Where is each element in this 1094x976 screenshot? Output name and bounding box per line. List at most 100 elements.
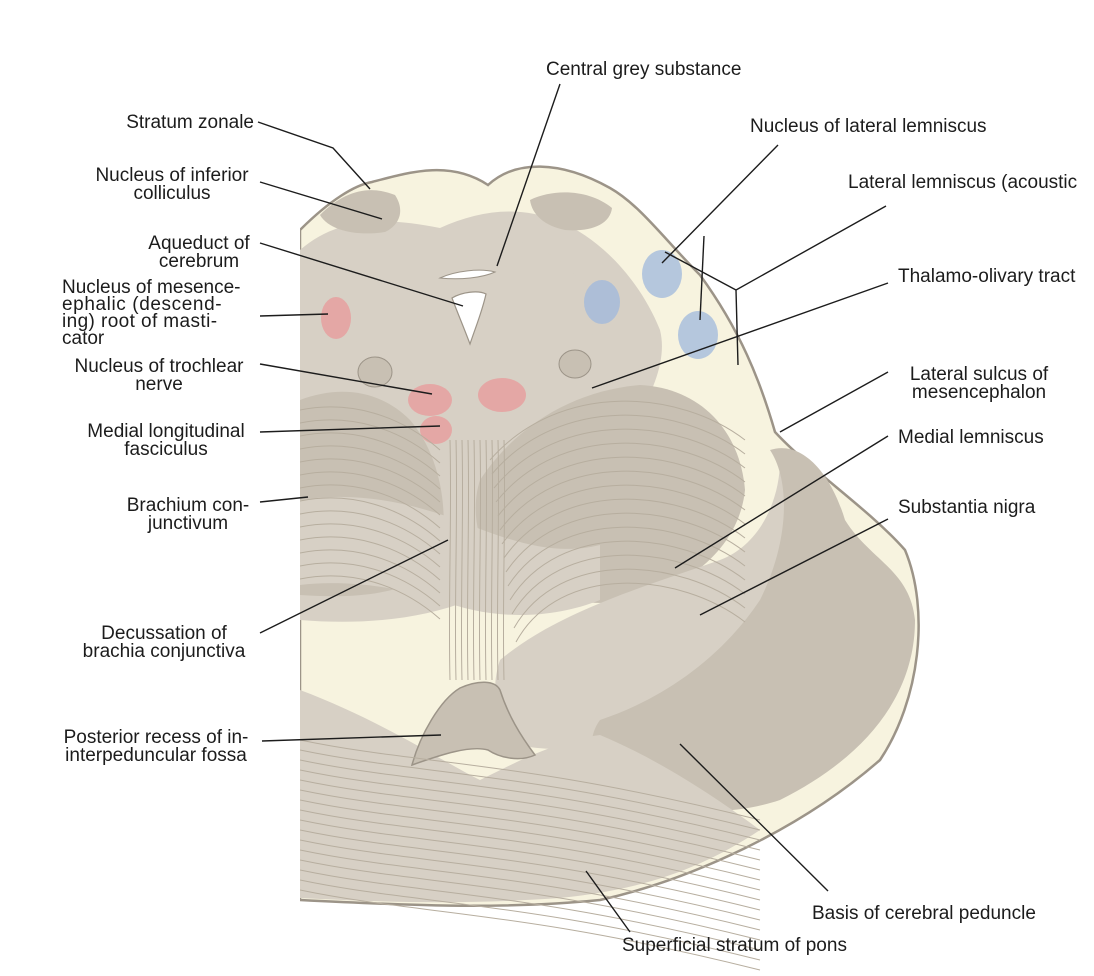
fiber-line — [300, 562, 441, 607]
fiber-line — [300, 779, 761, 861]
fiber-line — [300, 829, 761, 911]
fiber-line — [300, 549, 441, 594]
leader-trochlear — [259, 363, 433, 395]
leader-medial-lemniscus — [674, 435, 889, 569]
fiber-line — [300, 419, 441, 464]
grey-nucleus-left — [357, 356, 393, 388]
label-inferior-colliculus: Nucleus of inferior colliculus — [95, 165, 249, 204]
label-central-grey: Central grey substance — [546, 59, 742, 80]
fiber-line — [491, 414, 746, 475]
fiber-line — [511, 554, 746, 615]
fiber-line — [502, 439, 506, 681]
fiber-line — [497, 456, 746, 517]
fiber-line — [300, 859, 761, 941]
leader-basis-peduncle — [679, 743, 829, 892]
lateral-lemniscus-nucleus-spot — [642, 250, 682, 298]
label-lateral-lemniscus: Lateral lemniscus (acoustic — [848, 172, 1078, 193]
grey-nucleus-right — [558, 349, 592, 379]
fiber-line — [496, 439, 500, 681]
aqueduct-slit — [438, 269, 497, 280]
leader-stratum-zonale — [257, 121, 371, 190]
label-superficial-pons: Superficial stratum of pons — [622, 935, 847, 956]
fiber-line — [300, 406, 441, 451]
label-substantia-nigra: Substantia nigra — [898, 497, 1036, 518]
trochlear-nucleus-right — [478, 378, 526, 412]
leader-lateral-lemniscus — [735, 205, 887, 366]
label-lateral-lemniscus-nucleus: Nucleus of lateral lemniscus — [750, 116, 987, 137]
fiber-line — [460, 439, 464, 681]
basis-peduncle-region — [591, 448, 915, 811]
fiber-line — [300, 471, 441, 516]
leader-substantia-nigra — [699, 518, 889, 616]
fiber-line — [300, 749, 761, 831]
label-mesencephalic-root: Nucleus of mesence- ephalic (descend- in… — [62, 277, 241, 349]
fiber-line — [300, 889, 761, 971]
fiber-line — [454, 439, 458, 681]
fiber-line — [300, 869, 761, 951]
fiber-line — [300, 432, 441, 477]
fiber-line — [300, 510, 441, 555]
fiber-line — [300, 458, 441, 503]
leader-inferior-colliculus — [259, 181, 383, 220]
leader-posterior-recess — [261, 734, 442, 742]
fiber-line — [505, 512, 746, 573]
fiber-line — [503, 498, 746, 559]
fiber-line — [300, 809, 761, 891]
leader-decussation — [259, 539, 449, 634]
leader-thalamo-olivary — [591, 282, 889, 389]
leader-brachium — [259, 496, 309, 503]
leader-lateral-sulcus — [779, 371, 889, 433]
leader-lateral-lemniscus-nucleus-a — [661, 144, 779, 264]
label-basis-peduncle: Basis of cerebral peduncle — [812, 903, 1036, 924]
fiber-line — [300, 819, 761, 901]
trochlear-nucleus-left — [408, 384, 452, 416]
leader-lateral-lemniscus-c — [664, 251, 737, 291]
label-decussation: Decussation of brachia conjunctiva — [82, 623, 246, 662]
fiber-line — [300, 759, 761, 841]
label-thalamo-olivary: Thalamo-olivary tract — [898, 266, 1076, 287]
fiber-line — [515, 582, 746, 643]
fiber-line — [499, 470, 746, 531]
posterior-recess-shape — [410, 681, 537, 767]
fiber-line — [501, 484, 746, 545]
leader-mlf — [259, 425, 441, 433]
fiber-line — [300, 445, 441, 490]
fiber-line — [489, 400, 746, 461]
fiber-line — [300, 839, 761, 921]
fiber-line — [300, 575, 441, 620]
label-mlf: Medial longitudinal fasciculus — [87, 421, 245, 460]
colliculus-bumps — [320, 190, 612, 234]
fiber-line — [507, 526, 746, 587]
leader-aqueduct — [259, 242, 464, 307]
fiber-line — [513, 568, 746, 629]
label-brachium: Brachium con- junctivum — [126, 495, 250, 534]
fiber-line — [495, 442, 746, 503]
fiber-line — [300, 536, 441, 581]
leader-mesencephalic — [259, 313, 329, 317]
fiber-line — [490, 439, 494, 681]
fiber-line — [466, 439, 470, 681]
leader-central-grey — [496, 83, 561, 267]
fiber-line — [300, 497, 441, 542]
mesencephalic-root-nucleus — [321, 297, 351, 339]
lateral-lemniscus-spot — [678, 311, 718, 359]
fiber-line — [300, 769, 761, 851]
fiber-line — [300, 484, 441, 529]
label-aqueduct: Aqueduct of cerebrum — [148, 233, 250, 272]
fiber-line — [484, 439, 488, 681]
fiber-line — [509, 540, 746, 601]
pons-superficial-stratum — [300, 690, 760, 903]
label-trochlear: Nucleus of trochlear nerve — [74, 356, 244, 395]
fiber-line — [493, 428, 746, 489]
mlf-nucleus — [420, 416, 452, 444]
fiber-hatching — [300, 400, 761, 971]
leader-lines — [257, 83, 889, 933]
fiber-line — [300, 799, 761, 881]
fiber-line — [448, 439, 452, 681]
fiber-line — [300, 789, 761, 871]
fiber-line — [300, 849, 761, 931]
lemniscus-blue-small — [584, 280, 620, 324]
label-stratum-zonale: Stratum zonale — [126, 112, 254, 133]
